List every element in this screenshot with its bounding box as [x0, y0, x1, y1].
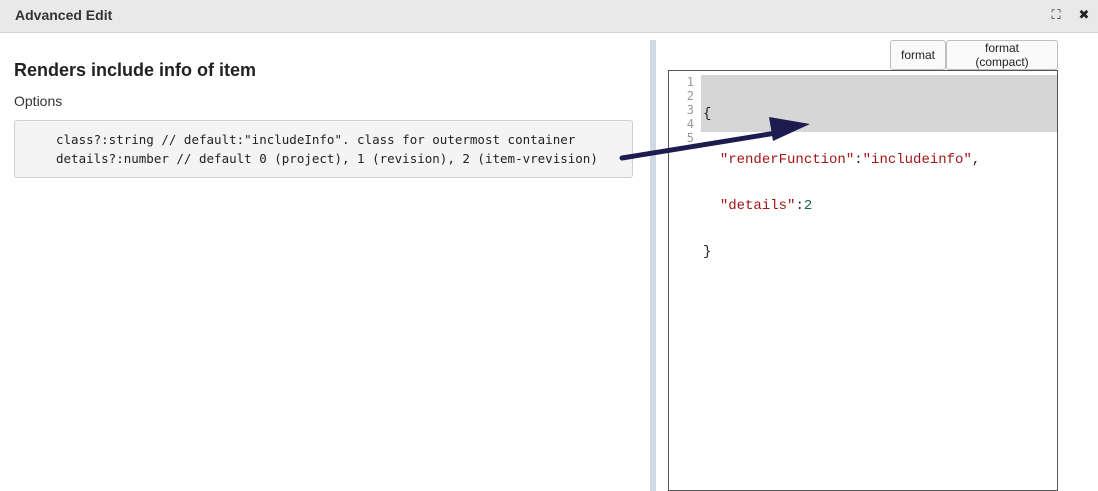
help-pane: Renders include info of item Options cla… — [14, 33, 634, 491]
close-icon[interactable]: ✖ — [1078, 8, 1090, 23]
json-string-value: "includeinfo" — [862, 152, 972, 168]
option-line-details: details?:number // default 0 (project), … — [56, 151, 598, 166]
line-number: 2 — [686, 89, 694, 103]
page-title: Renders include info of item — [14, 60, 257, 80]
json-key: "renderFunction" — [719, 152, 855, 168]
window-title: Advanced Edit — [15, 7, 113, 23]
options-code-block: class?:string // default:"includeInfo". … — [14, 120, 633, 178]
comma: , — [971, 152, 981, 168]
format-button[interactable]: format — [890, 40, 946, 70]
options-label: Options — [14, 93, 63, 109]
code-area[interactable]: { "renderFunction":"includeinfo", "detai… — [703, 75, 980, 337]
code-line-5 — [703, 291, 980, 305]
close-brace: } — [703, 244, 712, 260]
code-line-1: { — [703, 107, 980, 121]
format-compact-button[interactable]: format (compact) — [946, 40, 1058, 70]
pane-splitter[interactable] — [650, 40, 656, 491]
colon: : — [795, 198, 804, 214]
json-number-value: 2 — [803, 198, 813, 214]
code-line-2: "renderFunction":"includeinfo", — [703, 153, 980, 167]
line-number: 5 — [686, 131, 694, 145]
open-brace: { — [703, 106, 712, 122]
line-number: 1 — [686, 75, 694, 89]
line-number-gutter: 1 2 3 4 5 — [669, 75, 699, 145]
title-bar: Advanced Edit ⛶ ✖ — [0, 0, 1098, 33]
line-number: 4 — [686, 117, 694, 131]
line-number: 3 — [686, 103, 694, 117]
expand-icon[interactable]: ⛶ — [1051, 8, 1061, 23]
code-line-3: "details":2 — [703, 199, 980, 213]
code-line-4: } — [703, 245, 980, 259]
json-editor[interactable]: 1 2 3 4 5 { "renderFunction":"includeinf… — [668, 70, 1058, 491]
text-selection — [701, 75, 1057, 132]
option-line-class: class?:string // default:"includeInfo". … — [56, 132, 576, 147]
colon: : — [854, 152, 863, 168]
json-key: "details" — [719, 198, 796, 214]
